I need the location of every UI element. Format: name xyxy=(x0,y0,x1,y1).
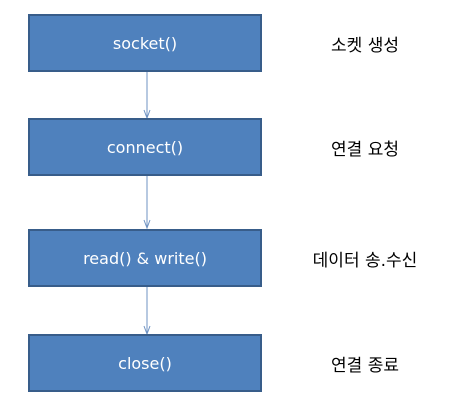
step-desc-text-socket: 소켓 생성 xyxy=(331,35,399,56)
step-desc-text-close: 연결 종료 xyxy=(331,355,399,376)
step-desc-read-write: 데이터 송.수신 xyxy=(290,229,440,287)
step-label-connect: connect() xyxy=(106,137,184,157)
step-desc-socket: 소켓 생성 xyxy=(290,14,440,72)
step-label-read-write: read() & write() xyxy=(83,248,207,268)
step-label-socket: socket() xyxy=(112,33,178,53)
step-desc-text-connect: 연결 요청 xyxy=(331,139,399,160)
step-desc-text-read-write: 데이터 송.수신 xyxy=(312,250,418,271)
step-desc-connect: 연결 요청 xyxy=(290,118,440,176)
step-box-connect: connect() xyxy=(28,118,262,176)
step-box-read-write: read() & write() xyxy=(28,229,262,287)
step-label-close: close() xyxy=(118,353,172,373)
step-box-close: close() xyxy=(28,334,262,392)
step-desc-close: 연결 종료 xyxy=(290,334,440,392)
step-box-socket: socket() xyxy=(28,14,262,72)
